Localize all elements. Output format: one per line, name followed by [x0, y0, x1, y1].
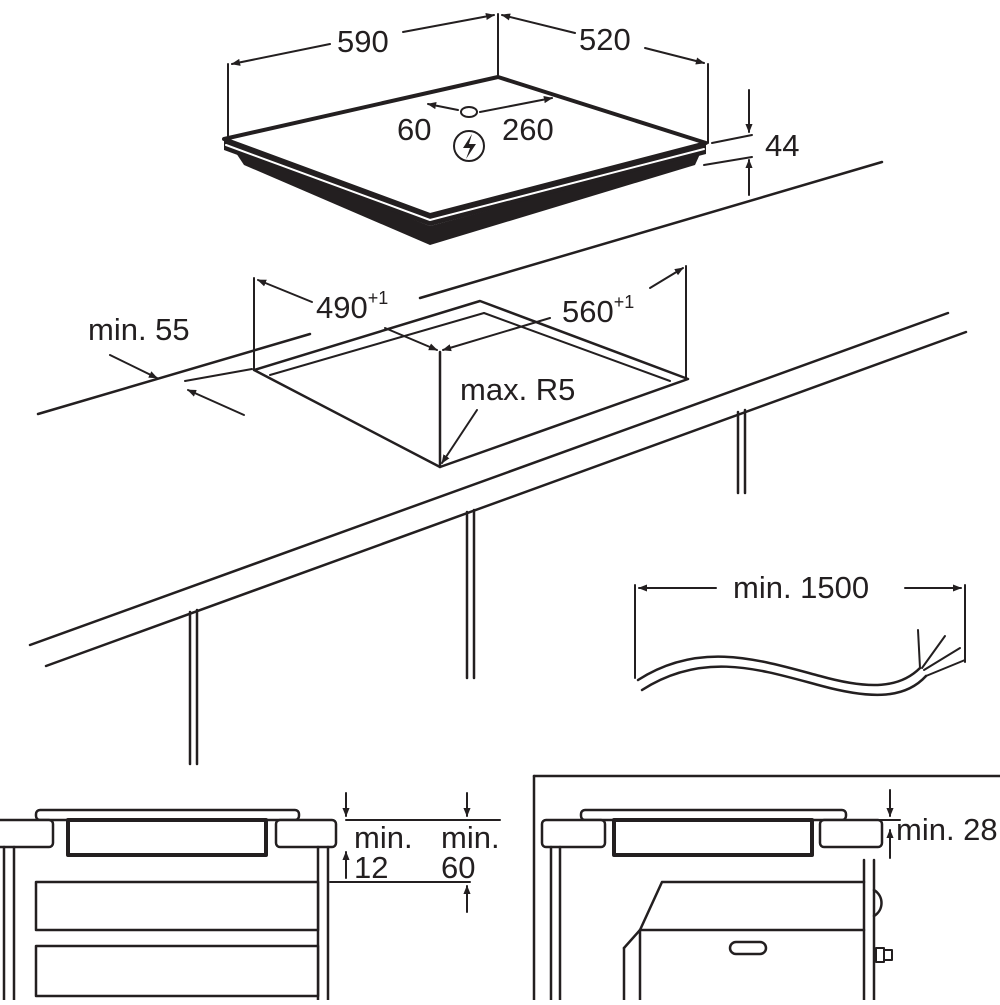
drawers-gap-top-label: min. [354, 820, 413, 855]
cutout-width-label: 490+1 [316, 288, 388, 325]
cable-offset-dimension [427, 96, 553, 113]
drawers-gap-side-label: min. [441, 820, 500, 855]
hob-height-dimension [703, 89, 753, 196]
hob-width-label: 590 [337, 24, 389, 59]
corner-radius-leader [441, 409, 478, 464]
section-drawers-drawing [0, 792, 501, 1002]
hob-width-dimension [227, 12, 709, 144]
hob-depth-label: 520 [579, 22, 631, 57]
hob-height-label: 44 [765, 128, 799, 163]
section-oven-drawing [532, 774, 1000, 1002]
edge-distance-dimension [109, 354, 245, 416]
worktop-drawing [28, 160, 968, 766]
hob-depth-dimension [501, 13, 705, 65]
cable-drawing [634, 584, 966, 697]
cutout-depth-label: 560+1 [562, 292, 634, 329]
cable-length-label: min. 1500 [733, 570, 869, 605]
drawers-gap-side-value: 60 [441, 850, 475, 885]
cutout-depth-dimension [442, 265, 687, 380]
corner-radius-label: max. R5 [460, 372, 575, 407]
cutout-width-dimension [253, 277, 438, 371]
cable-offset-left-label: 60 [397, 112, 431, 147]
cable-offset-right-label: 260 [502, 112, 554, 147]
drawers-gap-top-value: 12 [354, 850, 388, 885]
oven-gap-label: min. 28 [896, 812, 998, 847]
edge-distance-label: min. 55 [88, 312, 190, 347]
lightning-bolt-icon [453, 130, 485, 162]
